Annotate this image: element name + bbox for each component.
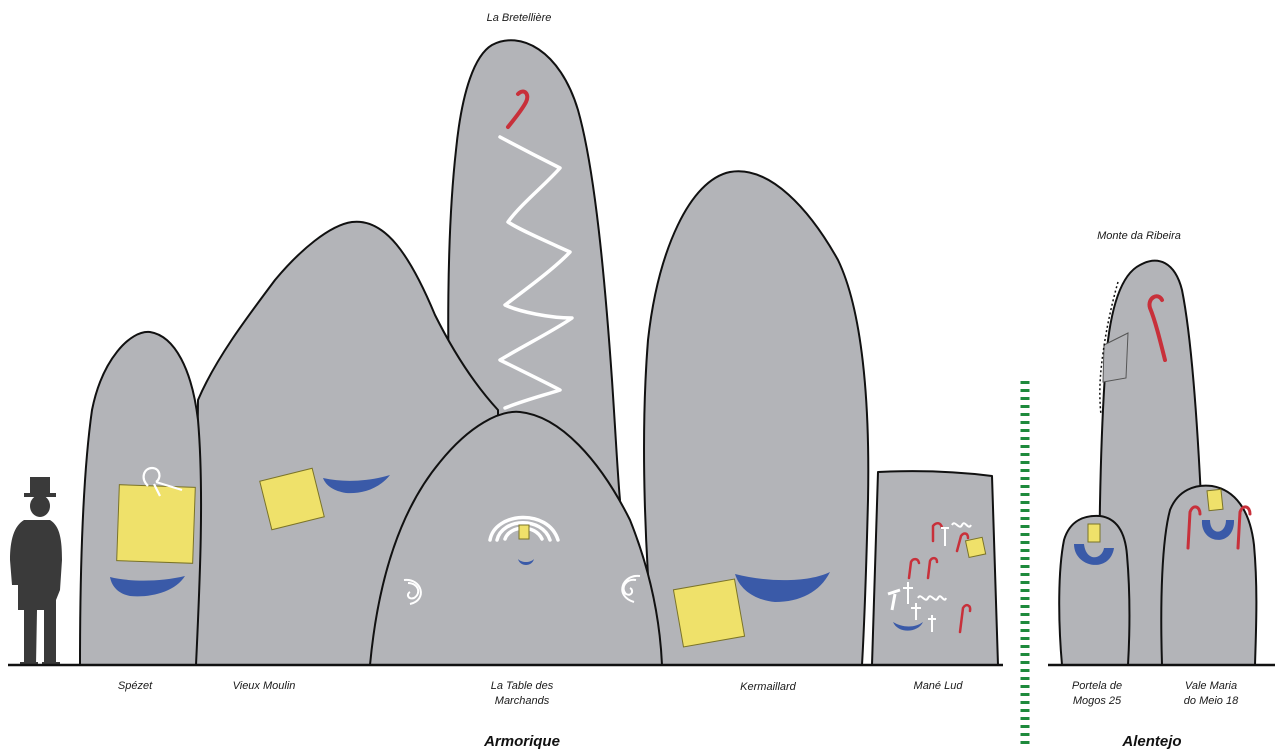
label-vale-line2: do Meio 18 bbox=[1184, 695, 1239, 707]
label-portela-line1: Portela de bbox=[1072, 680, 1122, 692]
label-kermaillard: Kermaillard bbox=[740, 681, 797, 693]
gold-plate bbox=[966, 537, 986, 557]
label-portela-line2: Mogos 25 bbox=[1073, 695, 1122, 707]
label-la-bretelliere: La Bretellière bbox=[487, 12, 552, 24]
human-silhouette-scale bbox=[10, 477, 62, 666]
label-table-line1: La Table des bbox=[491, 680, 554, 692]
gold-plate bbox=[1207, 489, 1223, 510]
label-table-line2: Marchands bbox=[495, 695, 550, 707]
label-vieux-moulin: Vieux Moulin bbox=[233, 680, 296, 692]
stone-fragment bbox=[1103, 333, 1128, 382]
label-vale-line1: Vale Maria bbox=[1185, 680, 1237, 692]
stone-vale-maria-do-meio-18 bbox=[1161, 486, 1256, 665]
label-mane-lud: Mané Lud bbox=[914, 680, 964, 692]
region-label-alentejo: Alentejo bbox=[1121, 733, 1181, 750]
gold-plate bbox=[117, 485, 196, 564]
gold-plate bbox=[519, 525, 529, 539]
gold-plate bbox=[1088, 524, 1100, 542]
stone-mane-lud bbox=[872, 471, 998, 665]
label-spezet: Spézet bbox=[118, 680, 153, 692]
gold-plate bbox=[673, 579, 744, 647]
region-label-armorique: Armorique bbox=[483, 733, 560, 750]
label-monte-da-ribeira: Monte da Ribeira bbox=[1097, 230, 1181, 242]
